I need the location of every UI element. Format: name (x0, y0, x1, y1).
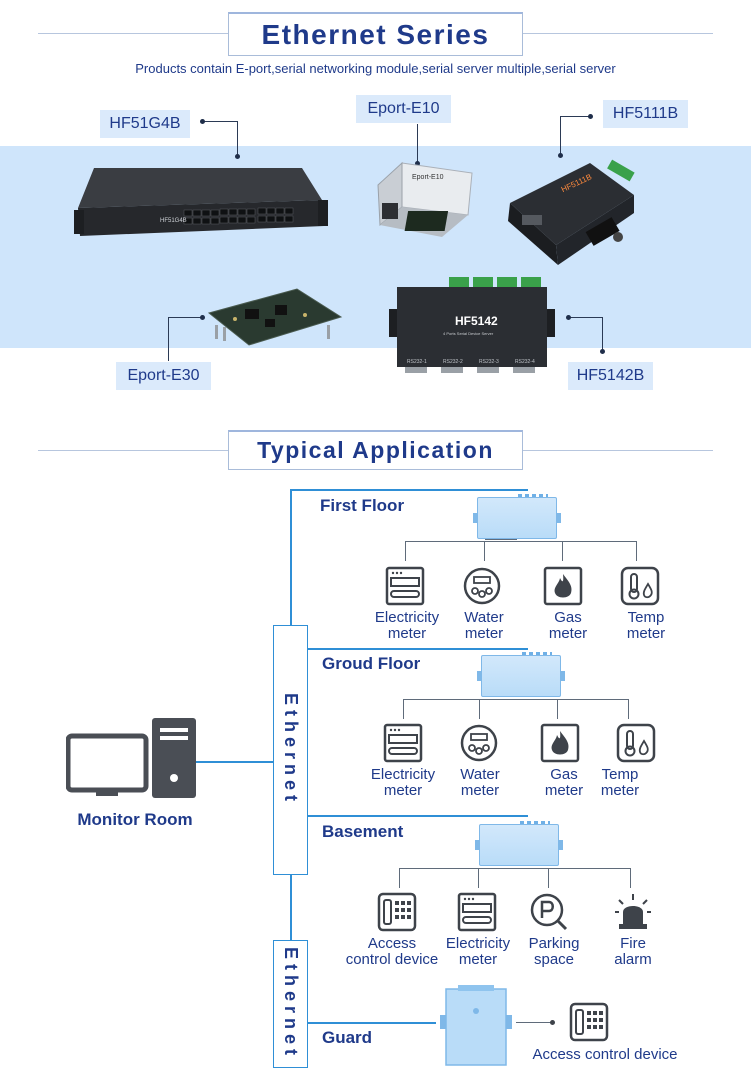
hf5142-submarking: 4 Ports Serial Device Server (443, 331, 494, 336)
product-label-hf51g4b: HF51G4B (100, 110, 190, 138)
hf5111b-image: HF5111B (508, 159, 635, 265)
electricity-meter-icon (383, 723, 423, 763)
eport-e10-marking: Eport-E10 (412, 174, 444, 181)
floor-label-guard: Guard (322, 1028, 373, 1047)
wire (290, 874, 292, 940)
hf5142-image: HF5142 4 Ports Serial Device Server RS23… (389, 277, 555, 373)
gas-meter-icon (543, 566, 583, 606)
temp-meter-icon (620, 566, 660, 606)
tree-branch (548, 868, 549, 888)
product-label-hf5142b: HF5142B (568, 362, 653, 390)
fire-alarm-icon (615, 894, 651, 929)
electricity-meter-icon (385, 566, 425, 606)
gas-meter-icon (540, 723, 580, 763)
page-subtitle: Products contain E-port,serial networkin… (135, 61, 616, 76)
electricity-meter-icon (457, 892, 497, 932)
wire (308, 1022, 436, 1024)
eport-e10-image: Eport-E10 (377, 161, 473, 237)
wire (290, 489, 528, 491)
ethernet-label: Ethernet (281, 947, 301, 1061)
parking-icon (530, 893, 568, 931)
water-meter-icon (463, 567, 501, 605)
tree-branch (562, 541, 563, 561)
product-label-hf5111b: HF5111B (603, 100, 688, 128)
leader-dot (200, 315, 205, 320)
access-control-icon (377, 892, 417, 932)
leader-dot (600, 349, 605, 354)
floor-label-first: First Floor (320, 496, 405, 515)
serial-server-module (477, 652, 565, 697)
ethernet-label: Ethernet (281, 693, 301, 807)
leader-line (204, 121, 238, 157)
tree-branch (516, 1022, 554, 1023)
tree-branch (479, 699, 480, 719)
serial-server-module (475, 821, 563, 866)
leader-dot (566, 315, 571, 320)
leader-dot (558, 153, 563, 158)
guard-device-label: Access control device (532, 1046, 678, 1063)
leader-line (417, 124, 418, 164)
connector-dot (550, 1020, 555, 1025)
leader-dot (235, 154, 240, 159)
wire (195, 761, 273, 763)
eport-e30-image (207, 288, 343, 346)
wire (308, 815, 528, 817)
port-label: RS232-3 (479, 359, 499, 365)
floor-label-ground: Groud Floor (322, 654, 421, 673)
tree-branch (485, 539, 517, 540)
wire (308, 648, 528, 650)
floor-label-basement: Basement (322, 822, 404, 841)
leader-line (570, 317, 603, 352)
tree-branch (478, 868, 479, 888)
product-label-eport-e10: Eport-E10 (356, 95, 451, 123)
serial-server-module (473, 494, 561, 539)
tree-branch (557, 699, 558, 719)
guard-serial-server-image (440, 985, 512, 1066)
leader-dot (200, 119, 205, 124)
leader-dot (415, 161, 420, 166)
leader-line (168, 317, 204, 361)
tree-branch (399, 868, 631, 888)
port-label: RS232-4 (515, 359, 535, 365)
page-title: Ethernet Series (228, 12, 523, 56)
ethernet-box-main: Ethernet (273, 625, 308, 875)
leader-line (560, 116, 592, 156)
product-label-eport-e30: Eport-E30 (116, 362, 211, 390)
tree-branch (403, 699, 629, 719)
switch-marking: HF51G4B (160, 218, 187, 224)
switch-hf51g4b-image: HF51G4B (74, 168, 328, 236)
monitor-room-label: Monitor Room (77, 810, 193, 829)
port-label: RS232-1 (407, 359, 427, 365)
water-meter-icon (460, 724, 498, 762)
ethernet-box-guard: Ethernet (273, 940, 308, 1068)
leader-dot (588, 114, 593, 119)
application-title: Typical Application (228, 430, 523, 470)
hf5142-marking: HF5142 (455, 314, 498, 328)
tree-branch (484, 541, 485, 561)
access-control-icon (569, 1002, 609, 1042)
wire (290, 489, 292, 625)
monitor-computer-icon (66, 718, 196, 798)
temp-meter-icon (616, 723, 656, 763)
port-label: RS232-2 (443, 359, 463, 365)
tree-branch (405, 541, 637, 561)
